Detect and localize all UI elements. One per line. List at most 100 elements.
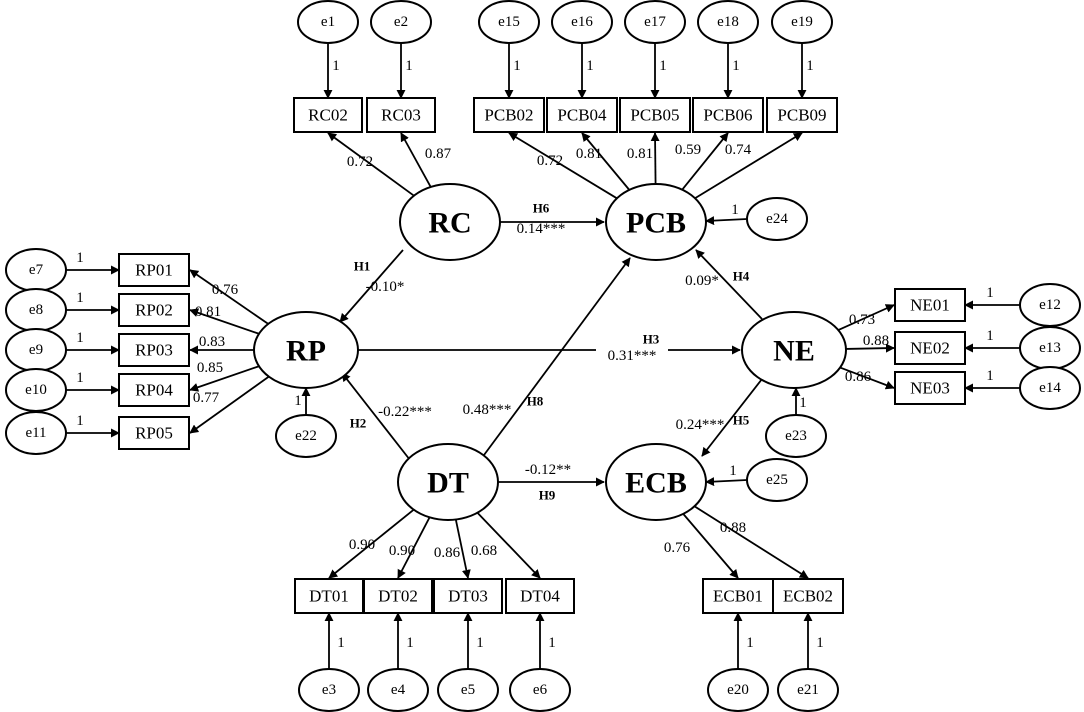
indicator-pcb02-box — [473, 97, 545, 133]
latent-rc-label: RC — [428, 207, 471, 240]
error-weight-e4: 1 — [406, 635, 414, 651]
indicator-dt02-box — [363, 578, 433, 614]
indicator-pcb05-label: PCB05 — [630, 106, 679, 125]
loading-arrow-pcb05 — [650, 132, 660, 185]
indicator-ecb02-label: ECB02 — [783, 587, 833, 606]
disturbance-e22-label: e22 — [295, 428, 317, 444]
indicator-rp01-label: RP01 — [135, 261, 173, 280]
disturbance-weight-e25: 1 — [729, 463, 737, 479]
indicator-rp04-label: RP04 — [135, 381, 173, 400]
disturbance-e24-ellipse — [746, 197, 808, 241]
indicator-ecb01-box — [702, 578, 774, 614]
indicator-pcb09-box — [766, 97, 838, 133]
error-e19-ellipse — [771, 0, 833, 44]
loading-pcb06-value: 0.59 — [675, 142, 701, 158]
disturbance-e24-label: e24 — [766, 211, 788, 227]
indicator-rc03-label: RC03 — [381, 106, 421, 125]
indicator-rp03-label: RP03 — [135, 341, 173, 360]
latent-ecb-label: ECB — [625, 467, 687, 500]
path-h2-hypothesis-label: H2 — [350, 416, 367, 431]
error-e6-label: e6 — [533, 682, 548, 698]
indicator-rc02-box — [293, 97, 363, 133]
path-arrow-h4 — [695, 249, 763, 320]
error-e6-ellipse — [509, 668, 571, 712]
loading-arrow-dt01 — [328, 508, 415, 579]
loading-arrow-dt04 — [476, 512, 541, 579]
path-h1-coefficient: -0.10* — [366, 279, 405, 295]
loading-dt03-value: 0.86 — [434, 545, 461, 561]
error-e15-label: e15 — [498, 14, 520, 30]
indicator-dt02-label: DT02 — [378, 587, 418, 606]
path-h6-hypothesis-label: H6 — [533, 201, 550, 216]
path-h4-hypothesis-label: H4 — [733, 269, 750, 284]
path-h9-hypothesis-label: H9 — [539, 488, 556, 503]
disturbance-arrow-e24 — [705, 216, 748, 226]
error-e18-ellipse — [697, 0, 759, 44]
error-e12-label: e12 — [1039, 297, 1061, 313]
indicator-dt04-box — [505, 578, 575, 614]
indicator-rp02-box — [118, 293, 190, 327]
error-weight-e10: 1 — [76, 370, 84, 386]
loading-rp02-value: 0.81 — [195, 304, 221, 320]
loading-arrow-dt02 — [397, 516, 431, 579]
path-h3-coefficient: 0.31*** — [608, 348, 657, 364]
error-weight-e15: 1 — [513, 58, 521, 74]
indicator-ne02-label: NE02 — [910, 339, 950, 358]
indicator-rp04-box — [118, 373, 190, 407]
error-weight-e20: 1 — [746, 635, 754, 651]
indicator-ecb01-label: ECB01 — [713, 587, 763, 606]
loading-arrow-rp01 — [189, 269, 269, 325]
loading-pcb09-value: 0.74 — [725, 142, 752, 158]
error-weight-e9: 1 — [76, 330, 84, 346]
latent-dt-ellipse — [397, 443, 499, 521]
error-e4-ellipse — [367, 668, 429, 712]
error-e16-ellipse — [551, 0, 613, 44]
indicator-rp02-label: RP02 — [135, 301, 173, 320]
error-e20-label: e20 — [727, 682, 749, 698]
path-h5-hypothesis-label: H5 — [733, 413, 750, 428]
indicator-ecb02-box — [772, 578, 844, 614]
error-e21-label: e21 — [797, 682, 819, 698]
error-weight-e19: 1 — [806, 58, 814, 74]
error-e5-ellipse — [437, 668, 499, 712]
error-weight-e16: 1 — [586, 58, 594, 74]
latent-ne-label: NE — [773, 335, 815, 368]
error-weight-e11: 1 — [76, 413, 84, 429]
indicator-pcb06-box — [692, 97, 764, 133]
error-e2-ellipse — [370, 0, 432, 44]
error-e7-label: e7 — [29, 262, 44, 278]
indicator-ne01-label: NE01 — [910, 296, 950, 315]
path-h9-coefficient: -0.12** — [525, 462, 571, 478]
indicator-pcb04-box — [546, 97, 618, 133]
loading-arrow-pcb09 — [694, 132, 803, 199]
loading-ne03-value: 0.86 — [845, 369, 872, 385]
loading-arrow-ecb02 — [693, 505, 809, 579]
path-h8-coefficient: 0.48*** — [463, 402, 512, 418]
error-e3-label: e3 — [322, 682, 336, 698]
indicator-pcb06-label: PCB06 — [703, 106, 752, 125]
indicator-pcb05-box — [619, 97, 691, 133]
loading-arrow-pcb02 — [508, 132, 618, 200]
error-e18-label: e18 — [717, 14, 739, 30]
error-e13-label: e13 — [1039, 340, 1061, 356]
indicator-pcb02-label: PCB02 — [484, 106, 533, 125]
loading-arrow-ecb01 — [682, 513, 739, 579]
indicator-pcb04-label: PCB04 — [557, 106, 607, 125]
disturbance-e25-label: e25 — [766, 472, 788, 488]
path-h8-hypothesis-label: H8 — [527, 394, 544, 409]
error-weight-e14: 1 — [986, 368, 994, 384]
loading-pcb05-value: 0.81 — [627, 146, 653, 162]
path-h6-coefficient: 0.14*** — [517, 221, 566, 237]
indicator-dt01-label: DT01 — [309, 587, 349, 606]
error-e14-label: e14 — [1039, 380, 1061, 396]
error-e11-label: e11 — [25, 425, 46, 441]
loading-dt01-value: 0.90 — [349, 537, 375, 553]
loading-arrow-rp04 — [189, 365, 260, 392]
loading-dt02-value: 0.90 — [389, 543, 415, 559]
disturbance-weight-e23: 1 — [799, 395, 807, 411]
loading-arrow-rp02 — [189, 308, 260, 335]
path-h3-label-gap — [596, 345, 668, 367]
error-e3-ellipse — [298, 668, 360, 712]
disturbance-e23-label: e23 — [785, 428, 807, 444]
path-arrow-h1 — [339, 249, 404, 323]
